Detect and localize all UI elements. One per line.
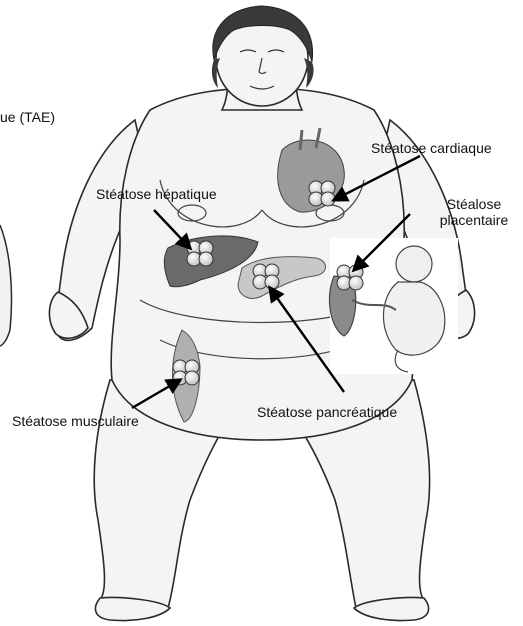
label-steatose-musculaire: Stéatose musculaire bbox=[12, 413, 139, 429]
label-steatose-pancreatique: Stéatose pancréatique bbox=[257, 404, 397, 420]
label-steatose-placentaire-2: placentaire bbox=[428, 212, 520, 228]
cropped-arm-fragment bbox=[0, 225, 12, 346]
label-steatose-cardiaque: Stéatose cardiaque bbox=[371, 140, 492, 156]
label-steatose-hepatique: Stéatose hépatique bbox=[96, 186, 217, 202]
label-steatose-placentaire-1: Stéalose bbox=[435, 196, 513, 212]
label-tae-partial: ue (TAE) bbox=[0, 109, 55, 125]
